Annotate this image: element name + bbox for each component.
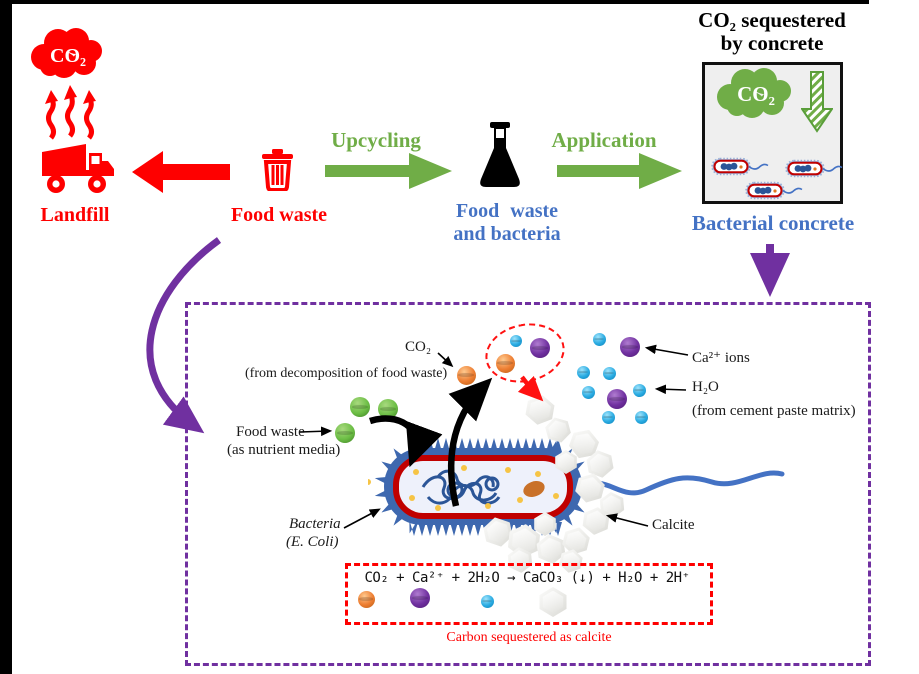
emission-waves-icon [45, 85, 96, 140]
calcite-label: Calcite [652, 517, 695, 533]
calcite-crystal [555, 450, 577, 474]
food-waste-particle [350, 397, 370, 417]
food-waste-particle [378, 399, 398, 419]
calcium-ion [607, 389, 627, 409]
equation-text: CO₂ + Ca²⁺ + 2H₂O → CaCO₃ (↓) + H₂O + 2H… [364, 570, 690, 586]
bacterial-concrete-label: Bacterial concrete [691, 211, 855, 235]
landfill-truck-icon [42, 144, 114, 193]
sequestration-down-arrow [801, 71, 833, 133]
bacteria-label-line1: Bacteria [289, 516, 341, 532]
application-label: Application [551, 128, 657, 152]
upcycling-arrow [325, 153, 452, 189]
ca-ions-label: Ca²⁺ ions [692, 350, 750, 366]
cement-source-label: (from cement paste matrix) [692, 403, 856, 419]
food-waste-label: Food waste [230, 204, 328, 226]
concrete-title-line1: CO₂ sequestered [698, 8, 846, 32]
caption-label: Carbon sequestered as calcite [446, 630, 612, 645]
food-waste-particle [335, 423, 355, 443]
calcium-ion [530, 338, 550, 358]
water-molecule [602, 366, 616, 380]
nutrient-media-label: (as nutrient media) [227, 442, 341, 458]
concrete-title-line2: by concrete [720, 31, 824, 55]
upcycling-label: Upcycling [331, 128, 421, 152]
organelle-blob [523, 481, 545, 497]
calcite-crystal [534, 512, 556, 536]
calcium-ion [620, 337, 640, 357]
bacterium-icon [711, 157, 769, 176]
h2o-label: H₂O [692, 379, 719, 395]
water-molecule [634, 410, 648, 424]
flask-label-line1: Food waste [455, 200, 559, 222]
water-molecule [592, 332, 606, 346]
bacterium-icon [785, 159, 843, 178]
flask-icon [480, 122, 520, 187]
flagellum [579, 470, 785, 496]
food-waste-nutrient-label: Food waste [236, 424, 305, 440]
water-molecule [581, 385, 595, 399]
landfill-label: Landfill [40, 204, 110, 226]
left-border-bar [0, 0, 12, 674]
equation-box [345, 563, 713, 625]
bacterium-icon [745, 181, 803, 200]
co2-molecule [456, 365, 476, 385]
water-molecule [632, 383, 646, 397]
bacteria-label-line2: (E. Coli) [286, 534, 339, 550]
co2-molecule-label: CO₂ [405, 339, 432, 355]
process-detail-box [185, 302, 871, 666]
co2-absorbed-cloud-icon: CO₂ [717, 68, 791, 118]
co2-cloud-label: CO₂ [50, 45, 86, 67]
co2-source-label: (from decomposition of food waste) [245, 366, 448, 381]
to-landfill-arrow [132, 151, 230, 193]
food-waste-trash-icon [262, 149, 293, 191]
co2-molecule [357, 590, 375, 608]
water-molecule [601, 410, 615, 424]
co2-molecule [495, 353, 515, 373]
calcium-ion [410, 588, 430, 608]
application-arrow [557, 153, 682, 189]
top-border-bar [0, 0, 869, 4]
cytoplasm-dots [368, 465, 559, 511]
flask-label-line2: and bacteria [453, 223, 561, 245]
water-molecule [480, 594, 494, 608]
concrete-cloud-label: CO₂ [737, 82, 775, 106]
water-molecule [510, 335, 522, 347]
co2-emission-cloud-icon: CO₂ [31, 28, 102, 78]
water-molecule [576, 365, 590, 379]
